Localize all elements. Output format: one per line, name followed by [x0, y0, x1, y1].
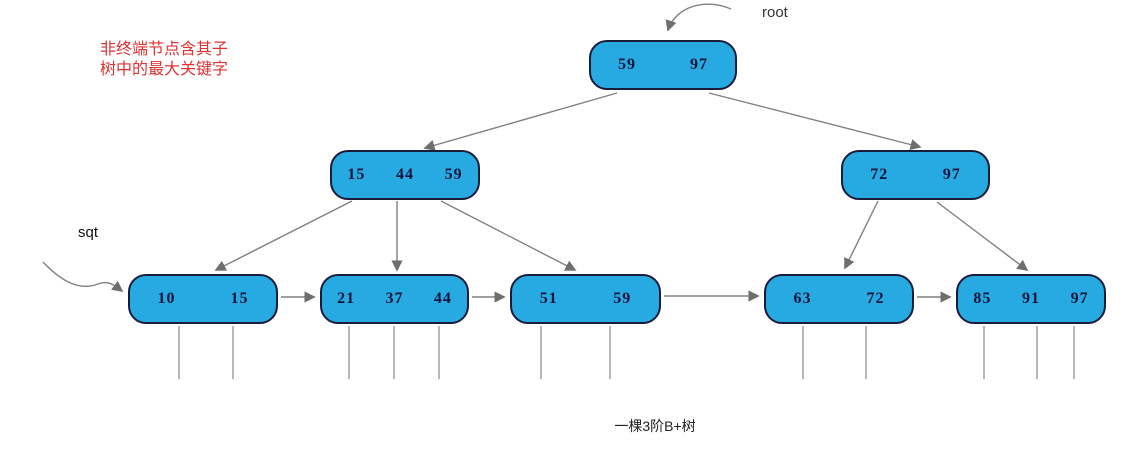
edge-internal-left-to-leaf1 — [214, 200, 353, 271]
sqt-pointer-arrow — [42, 261, 124, 293]
annotation-line-1: 非终端节点含其子 — [100, 41, 229, 58]
node-key: 59 — [444, 166, 463, 183]
node-key: 37 — [385, 290, 404, 307]
tree-node-internal-right: 72 97 — [841, 150, 990, 200]
leaf-record-pointers — [178, 326, 1075, 379]
edge-root-to-internal-right — [708, 92, 922, 151]
tree-node-leaf-1: 10 15 — [128, 274, 278, 324]
node-key: 59 — [613, 290, 632, 307]
node-key: 15 — [230, 290, 249, 307]
sqt-pointer-label: sqt — [78, 224, 99, 241]
node-key: 10 — [157, 290, 176, 307]
tree-node-root: 59 97 — [589, 40, 737, 90]
node-key: 15 — [347, 166, 366, 183]
tree-node-leaf-3: 51 59 — [510, 274, 661, 324]
root-pointer-label: root — [762, 4, 788, 21]
node-key: 59 — [618, 56, 636, 73]
tree-node-leaf-2: 21 37 44 — [320, 274, 469, 324]
diagram-caption: 一棵3阶B+树 — [614, 418, 696, 434]
node-key: 97 — [1070, 290, 1089, 307]
node-key: 72 — [870, 166, 889, 183]
node-key: 51 — [539, 290, 558, 307]
edge-root-to-internal-left — [423, 92, 618, 151]
annotation-note: 非终端节点含其子 树中的最大关键字 — [100, 40, 228, 80]
node-key: 44 — [395, 166, 414, 183]
tree-node-leaf-4: 63 72 — [764, 274, 914, 324]
edge-internal-right-to-leaf5 — [936, 201, 1029, 272]
node-key: 44 — [433, 290, 452, 307]
edge-internal-right-to-leaf4 — [844, 200, 879, 270]
root-pointer-arrow — [665, 3, 732, 32]
tree-node-internal-left: 15 44 59 — [330, 150, 480, 200]
node-key: 72 — [866, 290, 885, 307]
edge-internal-left-to-leaf3 — [440, 200, 577, 271]
node-key: 97 — [942, 166, 961, 183]
node-key: 97 — [690, 56, 708, 73]
node-key: 63 — [793, 290, 812, 307]
tree-node-leaf-5: 85 91 97 — [956, 274, 1106, 324]
node-key: 21 — [337, 290, 356, 307]
annotation-line-2: 树中的最大关键字 — [100, 61, 229, 78]
node-key: 85 — [973, 290, 992, 307]
node-key: 91 — [1021, 290, 1040, 307]
